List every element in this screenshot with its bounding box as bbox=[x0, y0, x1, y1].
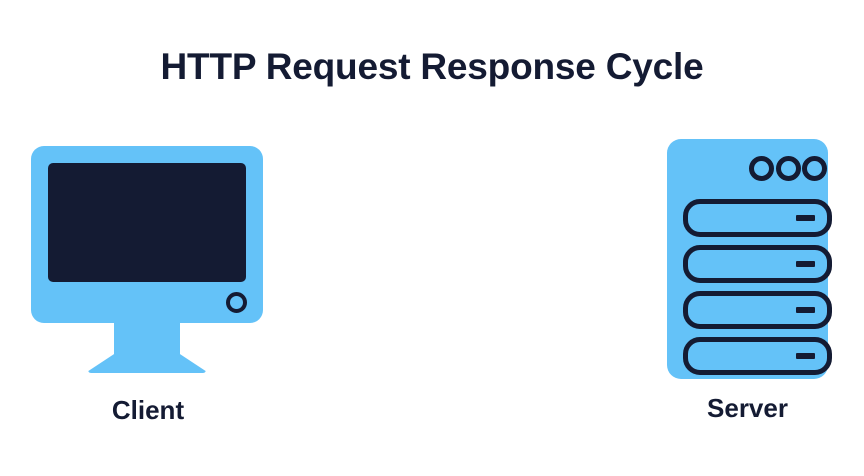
drive-bay-indicator-icon-4 bbox=[796, 353, 815, 359]
server-drive-bay-2 bbox=[683, 245, 832, 283]
server-status-lights bbox=[749, 155, 827, 182]
status-light-ring-icon-1 bbox=[749, 156, 774, 181]
status-light-ring-icon-2 bbox=[775, 156, 801, 181]
monitor-stand-base bbox=[88, 351, 206, 373]
drive-bay-indicator-icon-2 bbox=[796, 261, 815, 267]
drive-bay-indicator-icon-1 bbox=[796, 215, 815, 221]
drive-bay-indicator-icon-3 bbox=[796, 307, 815, 313]
server-label: Server bbox=[707, 393, 788, 423]
page-title: HTTP Request Response Cycle bbox=[160, 46, 704, 87]
server-drive-bay-4 bbox=[683, 337, 832, 375]
power-button-ring-icon bbox=[226, 292, 247, 313]
server-drive-bays bbox=[683, 199, 832, 375]
client-node[interactable]: Client bbox=[28, 146, 268, 431]
server-drive-bay-3 bbox=[683, 291, 832, 329]
client-label: Client bbox=[111, 395, 185, 425]
server-node[interactable]: Server bbox=[660, 139, 835, 431]
monitor-screen bbox=[48, 163, 246, 282]
server-drive-bay-1 bbox=[683, 199, 832, 237]
server-rack-icon bbox=[667, 139, 832, 379]
status-light-ring-icon-3 bbox=[802, 156, 827, 181]
desktop-monitor-icon bbox=[31, 146, 263, 323]
